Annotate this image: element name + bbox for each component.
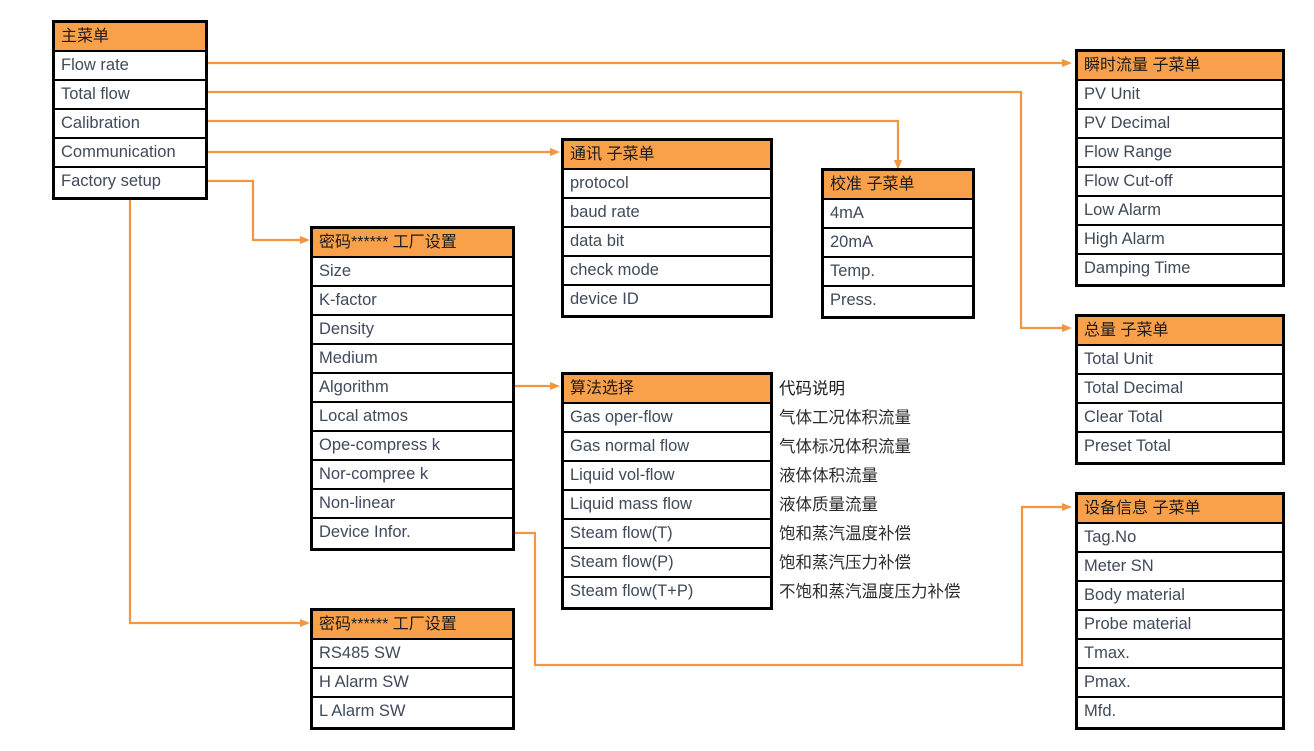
menu-item-size[interactable]: Size xyxy=(313,258,512,287)
menu-item-4ma[interactable]: 4mA xyxy=(824,200,972,229)
menu-item-steam-flow-tp[interactable]: Steam flow(T+P) xyxy=(570,582,694,600)
menu-item-rs485-sw[interactable]: RS485 SW xyxy=(313,640,512,669)
algorithm-note-steam-flow-tp: 不饱和蒸汽温度压力补偿 xyxy=(779,583,961,601)
menu-item-press[interactable]: Press. xyxy=(830,291,877,309)
menu-item-flow-cut-off[interactable]: Flow Cut-off xyxy=(1078,168,1282,197)
box-communication-header: 通讯 子菜单 xyxy=(564,141,770,170)
box-main-menu-header-label: 主菜单 xyxy=(61,28,110,45)
menu-item-mfd[interactable]: Mfd. xyxy=(1084,702,1117,720)
algorithm-notes-column: 代码说明 气体工况体积流量 气体标况体积流量 液体体积流量 液体质量流量 饱和蒸… xyxy=(775,375,1075,607)
menu-item-baud-rate[interactable]: baud rate xyxy=(564,199,770,228)
link-factorysetup-2 xyxy=(128,196,310,627)
menu-item-pmax[interactable]: Pmax. xyxy=(1078,669,1282,698)
menu-item-flow-rate[interactable]: Flow rate xyxy=(55,52,205,81)
menu-item-communication[interactable]: Communication xyxy=(55,139,205,168)
box-total-flow: 总量 子菜单 Total Unit Total Decimal Clear To… xyxy=(1075,314,1285,465)
box-communication: 通讯 子菜单 protocol baud rate data bit check… xyxy=(561,138,773,318)
algorithm-note-liquid-vol-flow: 液体体积流量 xyxy=(779,467,878,485)
menu-item-liquid-mass-flow[interactable]: Liquid mass flow xyxy=(564,491,770,520)
menu-item-medium[interactable]: Medium xyxy=(313,345,512,374)
menu-item-k-factor[interactable]: K-factor xyxy=(313,287,512,316)
menu-item-algorithm[interactable]: Algorithm xyxy=(313,374,512,403)
menu-item-liquid-vol-flow[interactable]: Liquid vol-flow xyxy=(564,462,770,491)
box-flow-rate: 瞬时流量 子菜单 PV Unit PV Decimal Flow Range F… xyxy=(1075,49,1285,287)
menu-item-protocol[interactable]: protocol xyxy=(564,170,770,199)
box-total-flow-header: 总量 子菜单 xyxy=(1078,317,1282,346)
menu-item-high-alarm[interactable]: High Alarm xyxy=(1078,226,1282,255)
menu-item-total-decimal[interactable]: Total Decimal xyxy=(1078,375,1282,404)
menu-item-total-flow[interactable]: Total flow xyxy=(55,81,205,110)
algorithm-note-steam-flow-p: 饱和蒸汽压力补偿 xyxy=(779,554,911,572)
box-factory-setup-1-header-label: 密码****** 工厂设置 xyxy=(319,234,457,251)
menu-item-low-alarm[interactable]: Low Alarm xyxy=(1078,197,1282,226)
menu-item-tmax[interactable]: Tmax. xyxy=(1078,640,1282,669)
menu-item-gas-oper-flow[interactable]: Gas oper-flow xyxy=(564,404,770,433)
menu-item-steam-flow-t[interactable]: Steam flow(T) xyxy=(564,520,770,549)
menu-item-steam-flow-p[interactable]: Steam flow(P) xyxy=(564,549,770,578)
box-device-info-header: 设备信息 子菜单 xyxy=(1078,495,1282,524)
box-main-menu-header: 主菜单 xyxy=(55,23,205,52)
menu-item-preset-total[interactable]: Preset Total xyxy=(1084,437,1171,455)
box-algorithm: 算法选择 Gas oper-flow Gas normal flow Liqui… xyxy=(561,372,773,610)
algorithm-note-gas-normal-flow: 气体标况体积流量 xyxy=(779,438,911,456)
box-algorithm-header: 算法选择 xyxy=(564,375,770,404)
menu-item-pv-unit[interactable]: PV Unit xyxy=(1078,81,1282,110)
menu-item-factory-setup[interactable]: Factory setup xyxy=(61,172,161,190)
box-factory-setup-2-header: 密码****** 工厂设置 xyxy=(313,611,512,640)
menu-item-data-bit[interactable]: data bit xyxy=(564,228,770,257)
menu-item-gas-normal-flow[interactable]: Gas normal flow xyxy=(564,433,770,462)
menu-item-temp[interactable]: Temp. xyxy=(824,258,972,287)
menu-item-ope-compress-k[interactable]: Ope-compress k xyxy=(313,432,512,461)
box-factory-setup-2-header-label: 密码****** 工厂设置 xyxy=(319,616,457,633)
menu-item-device-id[interactable]: device ID xyxy=(570,290,639,308)
algorithm-notes-header: 代码说明 xyxy=(779,380,845,398)
algorithm-note-liquid-mass-flow: 液体质量流量 xyxy=(779,496,878,514)
box-factory-setup-2: 密码****** 工厂设置 RS485 SW H Alarm SW L Alar… xyxy=(310,608,515,730)
algorithm-note-gas-oper-flow: 气体工况体积流量 xyxy=(779,409,911,427)
menu-item-device-infor[interactable]: Device Infor. xyxy=(319,523,411,541)
menu-item-h-alarm-sw[interactable]: H Alarm SW xyxy=(313,669,512,698)
menu-item-density[interactable]: Density xyxy=(313,316,512,345)
link-calibration xyxy=(180,119,902,170)
box-factory-setup-1-header: 密码****** 工厂设置 xyxy=(313,229,512,258)
box-device-info: 设备信息 子菜单 Tag.No Meter SN Body material P… xyxy=(1075,492,1285,730)
box-main-menu: 主菜单 Flow rate Total flow Calibration Com… xyxy=(52,20,208,200)
menu-item-flow-range[interactable]: Flow Range xyxy=(1078,139,1282,168)
link-factorysetup-1 xyxy=(195,179,310,244)
box-calibration-header-label: 校准 子菜单 xyxy=(830,176,915,193)
menu-item-non-linear[interactable]: Non-linear xyxy=(313,490,512,519)
box-flow-rate-header: 瞬时流量 子菜单 xyxy=(1078,52,1282,81)
menu-item-body-material[interactable]: Body material xyxy=(1078,582,1282,611)
menu-item-clear-total[interactable]: Clear Total xyxy=(1078,404,1282,433)
menu-item-nor-compree-k[interactable]: Nor-compree k xyxy=(313,461,512,490)
box-calibration: 校准 子菜单 4mA 20mA Temp. Press. xyxy=(821,168,975,319)
menu-item-l-alarm-sw[interactable]: L Alarm SW xyxy=(319,702,406,720)
menu-item-calibration[interactable]: Calibration xyxy=(55,110,205,139)
menu-item-check-mode[interactable]: check mode xyxy=(564,257,770,286)
menu-item-tag-no[interactable]: Tag.No xyxy=(1078,524,1282,553)
box-communication-header-label: 通讯 子菜单 xyxy=(570,146,655,163)
box-factory-setup-1: 密码****** 工厂设置 Size K-factor Density Medi… xyxy=(310,226,515,551)
menu-item-pv-decimal[interactable]: PV Decimal xyxy=(1078,110,1282,139)
menu-item-damping-time[interactable]: Damping Time xyxy=(1084,259,1191,277)
menu-item-local-atmos[interactable]: Local atmos xyxy=(313,403,512,432)
box-device-info-header-label: 设备信息 子菜单 xyxy=(1084,500,1201,517)
menu-item-probe-material[interactable]: Probe material xyxy=(1078,611,1282,640)
menu-item-meter-sn[interactable]: Meter SN xyxy=(1078,553,1282,582)
algorithm-note-steam-flow-t: 饱和蒸汽温度补偿 xyxy=(779,525,911,543)
box-algorithm-header-label: 算法选择 xyxy=(570,380,635,397)
box-calibration-header: 校准 子菜单 xyxy=(824,171,972,200)
box-total-flow-header-label: 总量 子菜单 xyxy=(1084,322,1169,339)
menu-item-20ma[interactable]: 20mA xyxy=(824,229,972,258)
menu-item-total-unit[interactable]: Total Unit xyxy=(1078,346,1282,375)
box-flow-rate-header-label: 瞬时流量 子菜单 xyxy=(1084,57,1201,74)
